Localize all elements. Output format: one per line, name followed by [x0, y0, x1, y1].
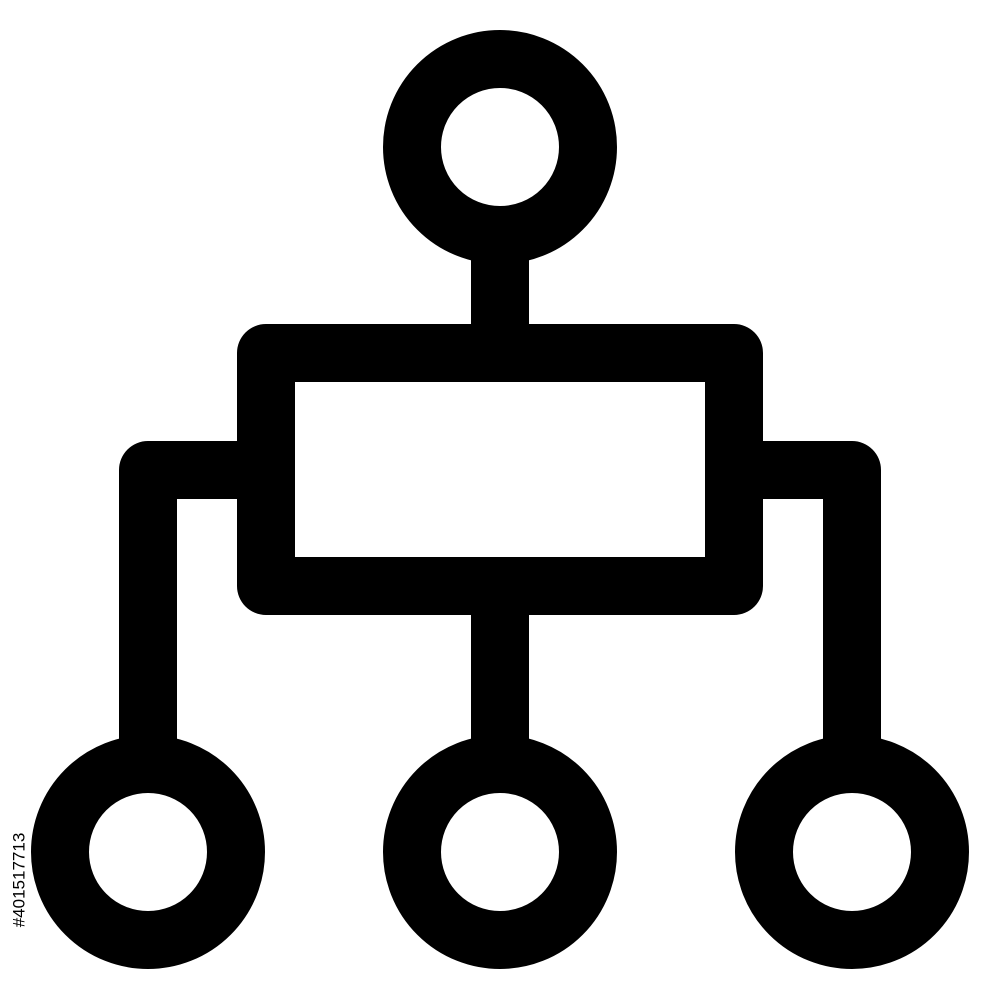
- right-connector-line: [734, 441, 881, 745]
- bottom-middle-node-circle: [383, 735, 617, 969]
- bottom-right-node-circle: [735, 735, 969, 969]
- top-node-circle: [383, 30, 617, 264]
- bottom-left-node-circle: [31, 735, 265, 969]
- left-connector-line: [119, 441, 266, 745]
- stock-id-label: #401517713: [8, 772, 30, 987]
- stock-id-text: #401517713: [9, 832, 29, 927]
- parent-box-shape: [237, 324, 763, 615]
